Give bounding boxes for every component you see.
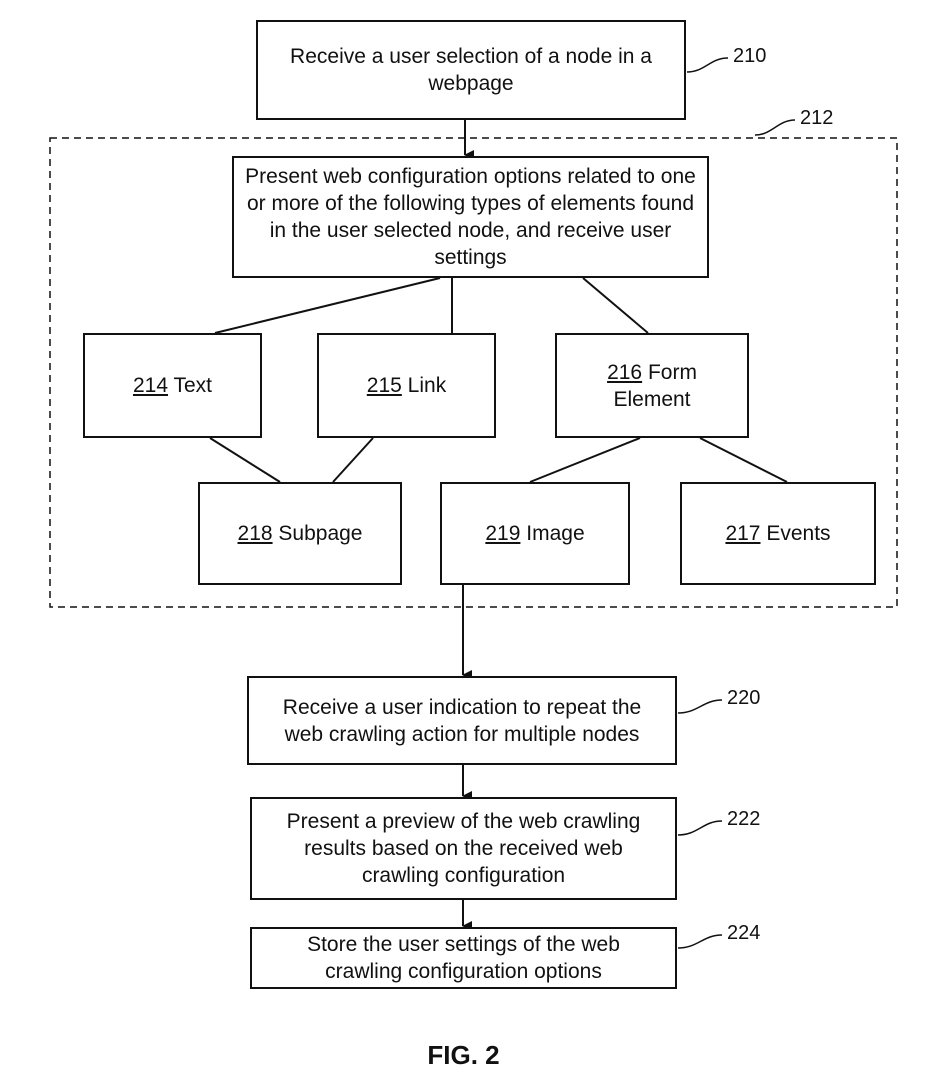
leader-220 bbox=[677, 699, 723, 714]
step-222-box: Present a preview of the web crawling re… bbox=[250, 797, 677, 900]
element-link-box: 215 Link bbox=[317, 333, 496, 438]
leader-210 bbox=[686, 57, 729, 73]
connector-form-events bbox=[699, 437, 788, 483]
step-210-box: Receive a user selection of a node in a … bbox=[256, 20, 686, 120]
connector-present-text bbox=[214, 277, 441, 334]
ref-222: 222 bbox=[727, 808, 761, 830]
element-image-label: Image bbox=[520, 522, 585, 545]
element-form-box: 216 Form Element bbox=[555, 333, 749, 438]
element-events-box: 217 Events bbox=[680, 482, 876, 585]
element-events-number: 217 bbox=[725, 522, 761, 545]
element-link-label: Link bbox=[401, 374, 447, 397]
group-212-boundary bbox=[49, 137, 898, 608]
element-text-number: 214 bbox=[132, 374, 169, 397]
element-subpage-label: Subpage bbox=[272, 522, 363, 545]
step-224-text: Store the user settings of the web crawl… bbox=[307, 933, 620, 983]
element-link-number: 215 bbox=[366, 374, 402, 397]
leader-224 bbox=[677, 934, 723, 949]
element-events-label: Events bbox=[760, 522, 831, 545]
step-224-box: Store the user settings of the web crawl… bbox=[250, 927, 677, 989]
step-210-text: Receive a user selection of a node in a … bbox=[290, 45, 652, 95]
element-subpage-number: 218 bbox=[237, 522, 273, 545]
element-image-number: 219 bbox=[485, 522, 521, 545]
element-subpage-box: 218 Subpage bbox=[198, 482, 402, 585]
ref-210: 210 bbox=[733, 45, 767, 67]
element-form-label: Form Element bbox=[613, 360, 697, 411]
present-options-box: Present web configuration options relate… bbox=[232, 156, 709, 278]
ref-220: 220 bbox=[727, 687, 761, 709]
ref-224: 224 bbox=[727, 922, 761, 944]
step-220-box: Receive a user indication to repeat the … bbox=[247, 676, 677, 765]
present-options-text: Present web configuration options relate… bbox=[245, 165, 696, 269]
leader-222 bbox=[677, 820, 723, 836]
element-text-label: Text bbox=[168, 374, 212, 397]
element-form-number: 216 bbox=[607, 360, 643, 384]
connector-text-subpage bbox=[209, 437, 281, 483]
element-image-box: 219 Image bbox=[440, 482, 630, 585]
step-220-text: Receive a user indication to repeat the … bbox=[282, 695, 642, 746]
figure-label: FIG. 2 bbox=[427, 1040, 500, 1070]
connector-present-form bbox=[582, 277, 649, 334]
element-text-box: 214 Text bbox=[83, 333, 262, 438]
step-222-text: Present a preview of the web crawling re… bbox=[286, 810, 641, 887]
connector-form-image bbox=[529, 437, 641, 483]
ref-212: 212 bbox=[800, 107, 834, 129]
leader-212 bbox=[754, 119, 796, 136]
connector-link-subpage bbox=[332, 437, 374, 483]
